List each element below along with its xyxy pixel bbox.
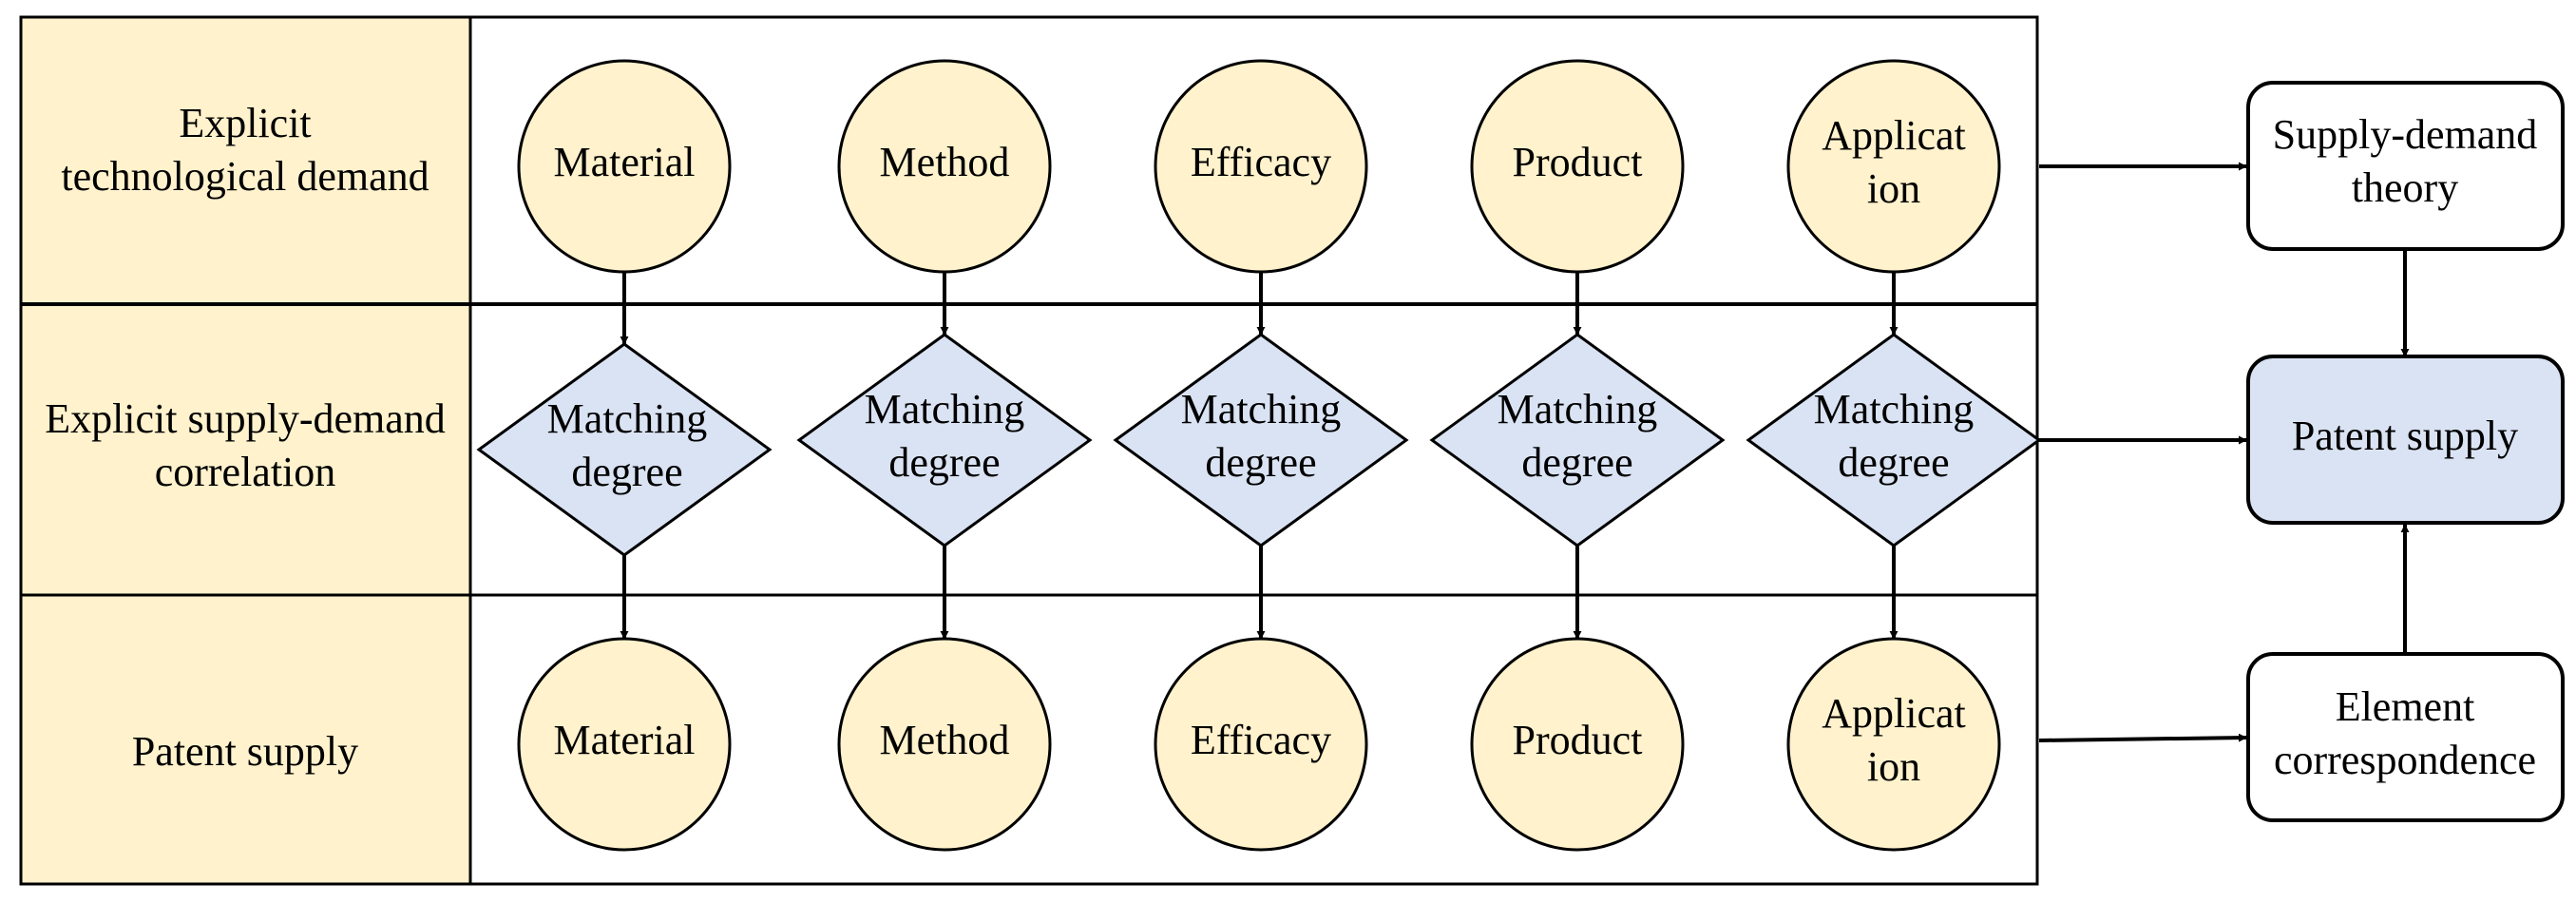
supply-element-product: Product <box>1470 637 1685 852</box>
supply-element-label: Efficacy <box>1191 717 1331 763</box>
main-grid-frame <box>19 15 2039 886</box>
supply-element-efficacy: Efficacy <box>1154 637 1368 852</box>
supply-element-label: Material <box>553 717 695 763</box>
row-label-supply: Patent supply <box>132 728 358 775</box>
demand-element-label: Material <box>553 139 695 185</box>
supply-element-material: Material <box>517 637 732 852</box>
demand-element-label: Method <box>880 139 1010 185</box>
demand-element-method: Method <box>837 59 1052 274</box>
demand-element-label: Efficacy <box>1191 139 1331 185</box>
patent-supply-box: Patent supply <box>2246 355 2565 525</box>
demand-element-efficacy: Efficacy <box>1154 59 1368 274</box>
demand-element-label: Product <box>1513 139 1643 185</box>
patent-supply-box-label: Patent supply <box>2292 413 2518 459</box>
demand-element-material: Material <box>517 59 732 274</box>
supply-element-label: Product <box>1513 717 1643 763</box>
arrow-to-element-correspondence <box>2038 733 2247 742</box>
supply-element-method: Method <box>837 637 1052 852</box>
demand-element-product: Product <box>1470 59 1685 274</box>
supply-element-label: Method <box>880 717 1010 763</box>
row-header-column <box>21 17 470 884</box>
